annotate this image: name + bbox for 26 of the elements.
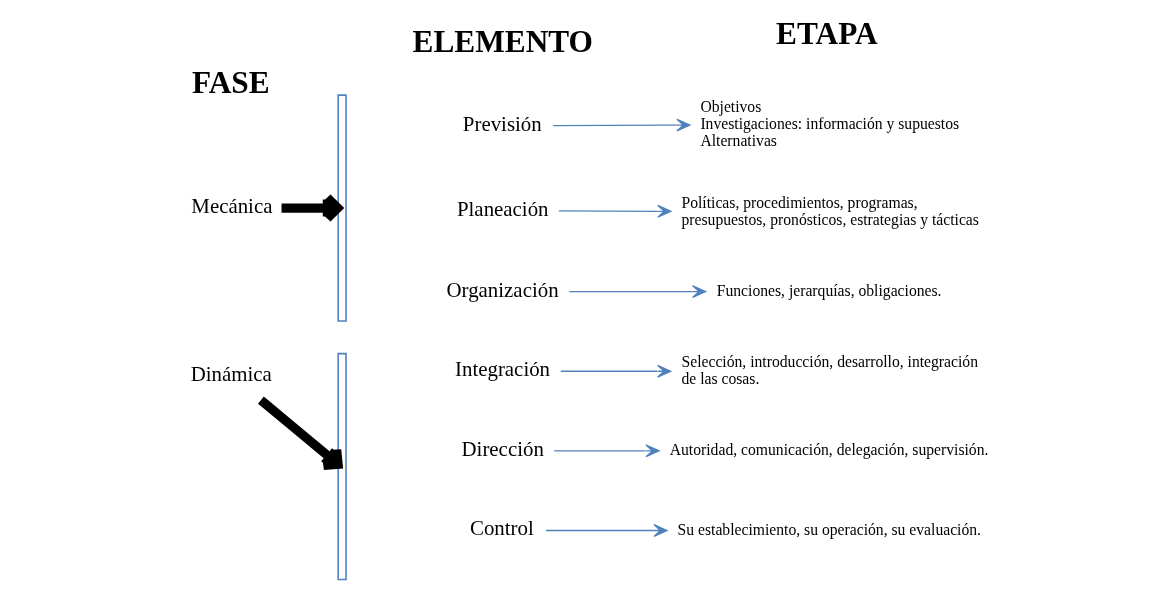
node-text: Mecánica	[191, 194, 273, 219]
label: ETAPA	[776, 15, 878, 51]
node-text: Autoridad, comunicación, delegación, supervisión.	[669, 440, 989, 458]
arrow	[560, 364, 672, 378]
node-text: Dirección	[461, 436, 544, 461]
arrow	[568, 285, 707, 299]
arrow	[258, 396, 343, 471]
arrow	[552, 118, 691, 132]
node-text: Control	[470, 516, 534, 541]
node-text: Funciones, jerarquías, obligaciones.	[716, 281, 942, 299]
node-bracket	[337, 352, 347, 581]
node-text: Previsión	[462, 111, 542, 136]
arrow	[553, 444, 660, 458]
arrow	[558, 204, 672, 218]
label: ELEMENTO	[412, 23, 593, 59]
label: FASE	[191, 65, 270, 101]
node-bracket	[337, 94, 347, 322]
node-text: Organización	[446, 277, 559, 302]
arrow	[545, 523, 668, 537]
node-text: Dinámica	[190, 362, 272, 387]
node-text: Objetivos Investigaciones: información y supuestos Alternativas	[700, 97, 960, 149]
node-text: Planeación	[456, 196, 549, 221]
node-text: Integración	[455, 357, 551, 382]
node-text: Su establecimiento, su operación, su evaluación.	[677, 520, 982, 538]
node-text: Selección, introducción, desarrollo, integración de las cosas.	[681, 352, 978, 387]
node-text: Políticas, procedimientos, programas, presupuestos, pronósticos, estrategias y tácticas	[681, 193, 979, 228]
